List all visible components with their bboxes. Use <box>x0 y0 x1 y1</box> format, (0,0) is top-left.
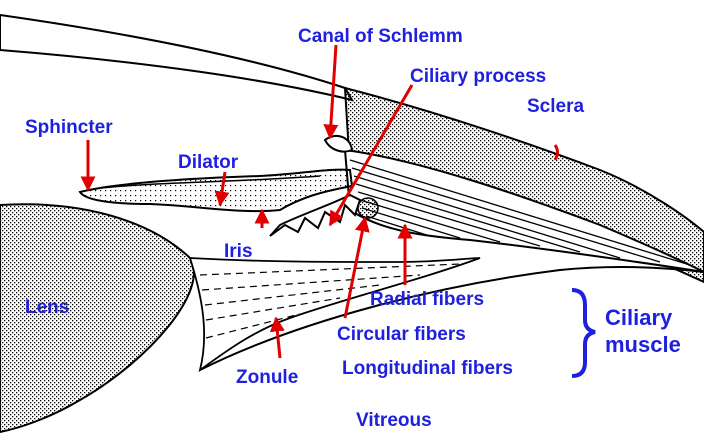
label-dilator: Dilator <box>178 152 239 173</box>
label-ciliary: Ciliary <box>605 305 673 330</box>
label-sclera: Sclera <box>527 96 584 117</box>
arrow-zonule <box>276 318 280 358</box>
label-radial-fibers: Radial fibers <box>370 289 484 310</box>
label-vitreous: Vitreous <box>356 410 432 431</box>
label-muscle: muscle <box>605 332 681 357</box>
iris-shape <box>80 170 352 212</box>
sclera-pointer <box>555 145 558 160</box>
label-longitudinal-fibers: Longitudinal fibers <box>342 358 513 379</box>
label-canal-of-schlemm: Canal of Schlemm <box>298 26 463 47</box>
zonule-shape <box>190 258 480 370</box>
circular-fiber-bundle <box>358 198 378 218</box>
label-iris: Iris <box>224 241 253 262</box>
label-lens: Lens <box>25 297 69 318</box>
label-circular-fibers: Circular fibers <box>337 324 466 345</box>
label-zonule: Zonule <box>236 367 298 388</box>
lens-shape <box>0 204 194 432</box>
label-sphincter: Sphincter <box>25 117 113 138</box>
label-ciliary-process: Ciliary process <box>410 66 546 87</box>
ciliary-muscle-brace <box>572 290 595 376</box>
